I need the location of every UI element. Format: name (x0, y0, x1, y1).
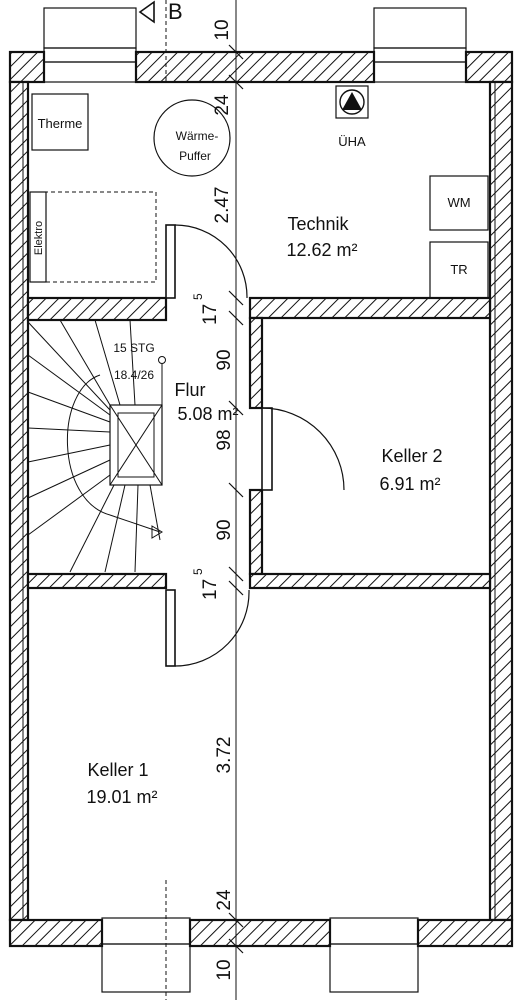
keller1-name: Keller 1 (87, 760, 148, 780)
dim-17-top-sup: 5 (191, 293, 205, 300)
dim-17-bottom-sup: 5 (191, 568, 205, 575)
uha-label: ÜHA (338, 134, 366, 149)
keller2-area: 6.91 m² (379, 474, 440, 494)
dim-10-top: 10 (212, 19, 233, 40)
tr-unit: TR (429, 241, 489, 299)
flur-area: 5.08 m² (177, 404, 238, 424)
keller2-door (261, 407, 345, 491)
flur-name: Flur (175, 380, 206, 400)
uha-symbol: ÜHA (335, 85, 369, 149)
top-window-left (43, 7, 137, 83)
room-keller1: Keller 1 19.01 m² (86, 760, 157, 807)
therme-unit: Therme (31, 93, 89, 151)
dim-17-bottom: 17 (200, 579, 221, 600)
section-label: B (168, 0, 183, 24)
stair-ratio: 18.4/26 (114, 368, 154, 382)
technik-door (165, 224, 248, 299)
bottom-window-right (329, 917, 419, 993)
bottom-window-left (101, 917, 191, 993)
tr-label: TR (450, 262, 467, 277)
room-technik: Technik 12.62 m² (286, 214, 357, 260)
dim-24-top: 24 (212, 94, 233, 116)
waerme-puffer-tank: Wärme- Puffer (153, 99, 231, 177)
dim-90-bottom: 90 (214, 519, 235, 540)
waerme-line1: Wärme- (176, 129, 219, 143)
keller1-door (165, 589, 250, 667)
room-flur: Flur 5.08 m² (175, 380, 239, 424)
interior-walls (26, 296, 492, 590)
dim-90-top: 90 (214, 349, 235, 370)
technik-area: 12.62 m² (286, 240, 357, 260)
keller2-name: Keller 2 (381, 446, 442, 466)
wm-label: WM (447, 195, 470, 210)
wm-unit: WM (429, 175, 489, 231)
technik-name: Technik (287, 214, 349, 234)
dimension-line (165, 0, 244, 1000)
dim-10-bottom: 10 (214, 959, 235, 980)
dim-3-72: 3.72 (214, 737, 235, 774)
therme-label: Therme (38, 116, 83, 131)
waerme-line2: Puffer (179, 149, 211, 163)
top-window-right (373, 7, 467, 83)
elektro-panel: Elektro (29, 191, 157, 283)
room-keller2: Keller 2 6.91 m² (379, 446, 442, 494)
stair-steps: 15 STG (113, 341, 154, 355)
keller1-area: 19.01 m² (86, 787, 157, 807)
dim-24-bottom: 24 (214, 889, 235, 911)
outer-walls (8, 50, 514, 948)
dim-2-47: 2.47 (212, 187, 233, 224)
section-marker: B (138, 0, 183, 24)
dim-17-top: 17 (200, 304, 221, 325)
stair: 15 STG 18.4/26 (27, 319, 166, 573)
dim-98: 98 (214, 429, 235, 450)
dimension-labels: 10 24 2.47 17 5 90 98 90 17 5 3.72 24 10 (191, 19, 235, 980)
elektro-label: Elektro (33, 221, 45, 255)
